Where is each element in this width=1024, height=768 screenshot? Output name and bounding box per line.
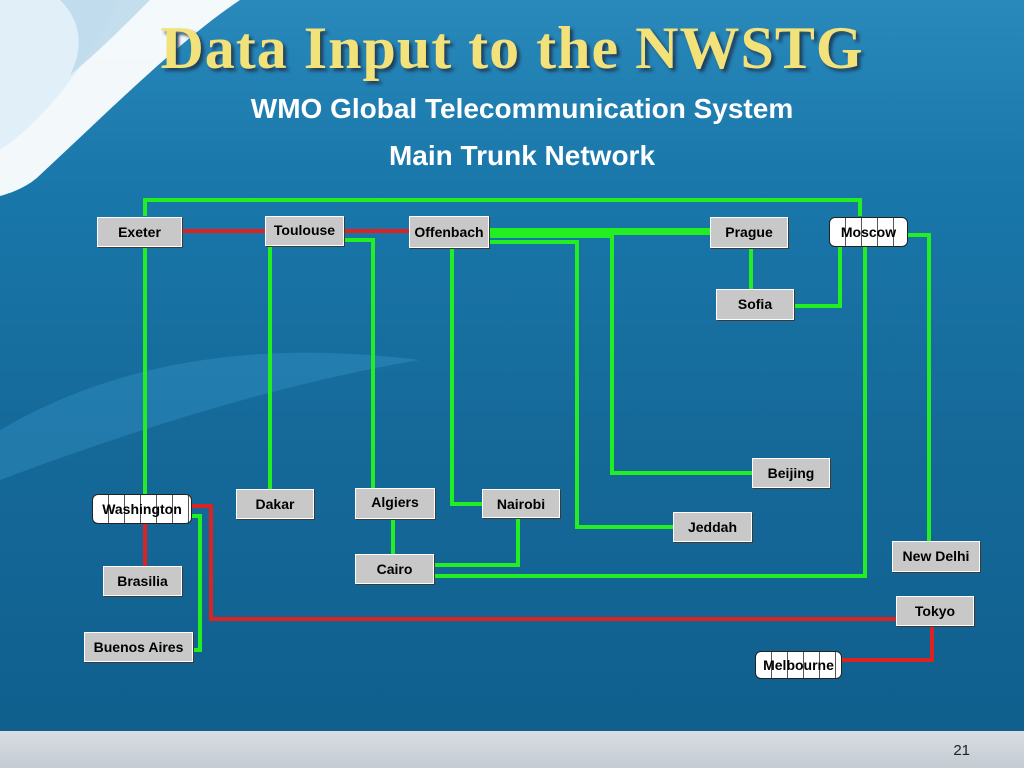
link-exeter-moscow: [143, 198, 862, 216]
footer-bar: [0, 731, 1024, 768]
link-toulouse-algiers: [343, 238, 375, 490]
link-moscow-cairo: [434, 247, 867, 578]
node-sofia: Sofia: [716, 289, 794, 320]
node-dakar: Dakar: [236, 489, 314, 519]
node-brasilia: Brasilia: [103, 566, 182, 596]
node-cairo: Cairo: [355, 554, 434, 584]
link-washington-buenos-aires: [192, 514, 202, 652]
node-jeddah: Jeddah: [673, 512, 752, 542]
slide-title: Data Input to the NWSTG: [160, 15, 864, 81]
node-washington: Washington: [92, 494, 192, 524]
node-buenos-aires: Buenos Aires: [84, 632, 193, 662]
link-tokyo-melbourne: [842, 626, 934, 662]
link-washington-tokyo: [192, 504, 896, 621]
node-exeter: Exeter: [97, 217, 182, 247]
link-moscow-sofia: [793, 247, 842, 308]
node-tokyo: Tokyo: [896, 596, 974, 626]
node-offenbach: Offenbach: [409, 216, 489, 248]
link-offenbach-beijing: [489, 234, 752, 475]
node-toulouse: Toulouse: [265, 216, 344, 246]
page-number: 21: [953, 742, 970, 759]
node-beijing: Beijing: [752, 458, 830, 488]
node-new-delhi: New Delhi: [892, 541, 980, 572]
slide-subtitle-line-1: WMO Global Telecommunication System: [250, 93, 794, 124]
link-moscow-new-delhi: [908, 233, 931, 542]
node-algiers: Algiers: [355, 488, 435, 519]
link-offenbach-nairobi: [450, 248, 482, 506]
node-melbourne: Melbourne: [755, 651, 842, 679]
link-offenbach-jeddah: [489, 240, 673, 529]
node-prague: Prague: [710, 217, 788, 248]
slide-subtitle-line-2: Main Trunk Network: [388, 140, 656, 171]
node-nairobi: Nairobi: [482, 489, 560, 518]
node-moscow: Moscow: [829, 217, 908, 247]
link-nairobi-cairo: [434, 518, 520, 567]
